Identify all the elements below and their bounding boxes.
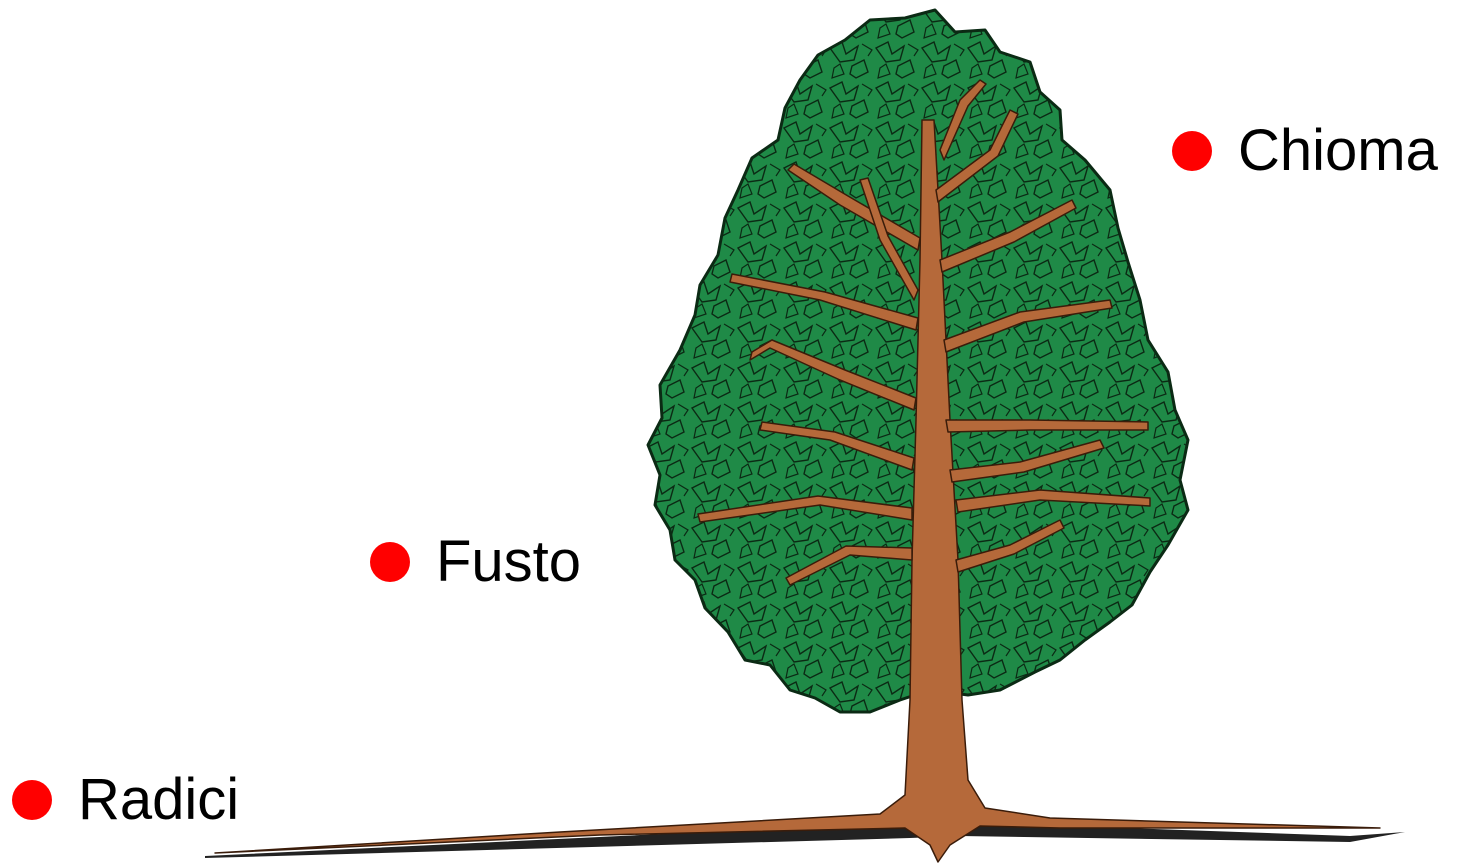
red-dot-icon bbox=[12, 780, 52, 820]
label-chioma: Chioma bbox=[1172, 122, 1438, 180]
label-fusto: Fusto bbox=[370, 533, 581, 591]
label-radici-text: Radici bbox=[78, 771, 239, 829]
label-fusto-text: Fusto bbox=[436, 533, 581, 591]
label-chioma-text: Chioma bbox=[1238, 122, 1438, 180]
red-dot-icon bbox=[370, 542, 410, 582]
red-dot-icon bbox=[1172, 131, 1212, 171]
label-radici: Radici bbox=[12, 771, 239, 829]
